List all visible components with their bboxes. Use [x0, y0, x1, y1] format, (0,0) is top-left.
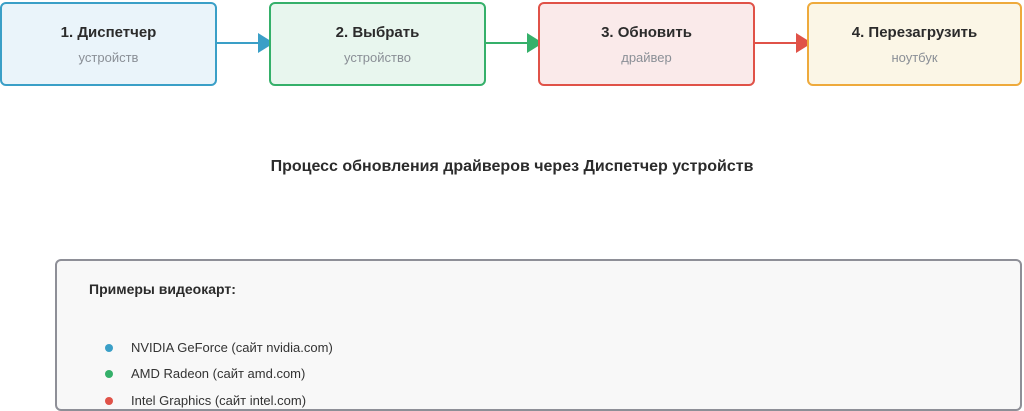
step-1-subtitle: устройств	[78, 50, 139, 65]
step-3-title: 3. Обновить	[601, 24, 692, 41]
step-3-box: 3. Обновить драйвер	[538, 2, 755, 86]
arrow-3-4	[754, 33, 812, 53]
gpu-examples-panel: Примеры видеокарт: NVIDIA GeForce (сайт …	[55, 259, 1022, 411]
bullet-dot-icon	[105, 397, 113, 405]
step-1-box: 1. Диспетчер устройств	[0, 2, 217, 86]
step-1-title: 1. Диспетчер	[60, 24, 157, 41]
step-4-box: 4. Перезагрузить ноутбук	[807, 2, 1022, 86]
step-2-subtitle: устройство	[344, 50, 411, 65]
gpu-example-label: AMD Radeon (сайт amd.com)	[131, 366, 306, 381]
step-2-box: 2. Выбрать устройство	[269, 2, 486, 86]
arrow-1-2	[216, 33, 274, 53]
gpu-example-label: Intel Graphics (сайт intel.com)	[131, 393, 307, 408]
arrow-2-3	[485, 33, 543, 53]
gpu-example-label: NVIDIA GeForce (сайт nvidia.com)	[131, 340, 333, 355]
step-3-subtitle: драйвер	[621, 50, 672, 65]
gpu-examples-heading: Примеры видеокарт:	[89, 281, 236, 297]
bullet-dot-icon	[105, 344, 113, 352]
diagram-caption: Процесс обновления драйверов через Диспе…	[270, 158, 754, 175]
step-2-title: 2. Выбрать	[335, 24, 420, 41]
step-4-title: 4. Перезагрузить	[851, 24, 978, 41]
step-4-subtitle: ноутбук	[891, 50, 938, 65]
bullet-dot-icon	[105, 370, 113, 378]
